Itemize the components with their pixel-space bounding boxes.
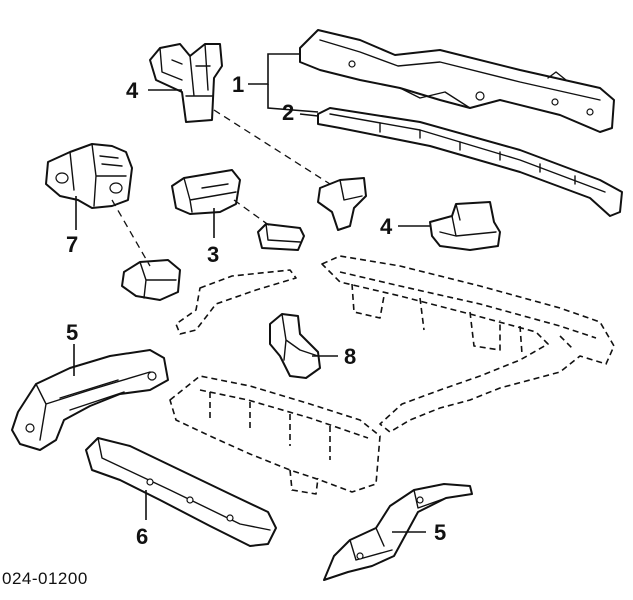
callout-4-upper: 4 bbox=[126, 78, 139, 103]
bracket-center bbox=[317, 177, 367, 231]
part-7-plate bbox=[121, 259, 181, 301]
part-7-mount bbox=[45, 143, 133, 209]
frame-ghost-outline bbox=[169, 255, 615, 495]
part-8-mount bbox=[269, 313, 321, 379]
part-4-mount-right bbox=[429, 201, 501, 251]
callout-5-right: 5 bbox=[434, 520, 446, 545]
part-5-rail-left bbox=[11, 349, 169, 451]
part-3-bracket bbox=[171, 169, 241, 215]
plate-near-part-3 bbox=[257, 223, 305, 251]
part-6-crossmember bbox=[85, 437, 277, 547]
callout-4-right: 4 bbox=[380, 214, 393, 239]
assembly-links bbox=[111, 109, 331, 267]
part-2-rail bbox=[317, 107, 623, 217]
callout-8: 8 bbox=[344, 344, 356, 369]
figure-code: 024-01200 bbox=[2, 569, 88, 588]
part-4-mount-upper bbox=[149, 43, 223, 123]
callout-6: 6 bbox=[136, 524, 148, 549]
callout-3: 3 bbox=[207, 242, 219, 267]
part-1-crossmember bbox=[299, 29, 615, 133]
callout-2: 2 bbox=[282, 100, 294, 125]
callout-1: 1 bbox=[232, 72, 244, 97]
callout-labels: 1 2 3 4 4 5 5 6 7 8 bbox=[66, 72, 446, 549]
leader-lines bbox=[73, 53, 430, 533]
callout-5-left: 5 bbox=[66, 320, 78, 345]
callout-7: 7 bbox=[66, 232, 78, 257]
